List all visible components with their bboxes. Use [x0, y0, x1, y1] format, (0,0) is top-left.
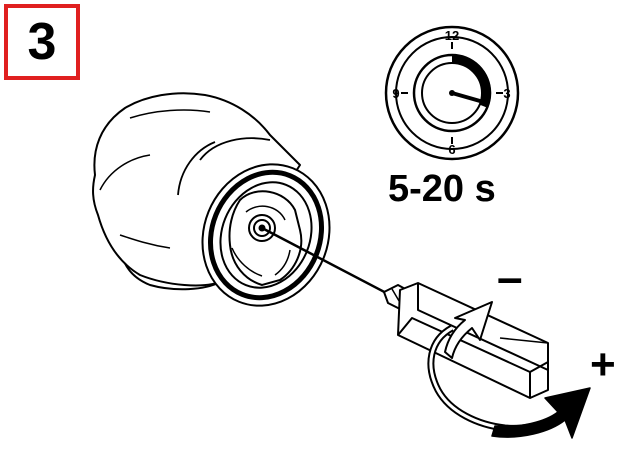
timer-dial-icon: 12 3 6 9 — [384, 25, 520, 161]
adjustment-knob — [201, 163, 331, 307]
dial-label-6: 6 — [448, 142, 455, 157]
rotation-arrow-icon — [427, 301, 591, 439]
step-number-box: 3 — [4, 4, 80, 80]
decrease-sign: – — [497, 251, 523, 303]
dial-label-12: 12 — [445, 28, 459, 43]
dial-label-9: 9 — [392, 86, 399, 101]
increase-sign: + — [590, 340, 616, 389]
dial-label-3: 3 — [503, 86, 510, 101]
step-number: 3 — [27, 13, 57, 71]
duration-label: 5-20 s — [388, 168, 496, 210]
screwdriver-icon — [261, 226, 549, 399]
